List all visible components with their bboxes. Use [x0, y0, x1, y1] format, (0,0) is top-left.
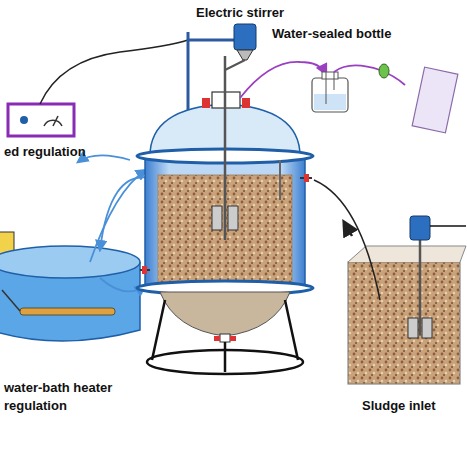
label-text: Water-sealed bottle: [272, 26, 391, 41]
part-label: Electric stirrer: [196, 3, 284, 21]
speed-regulator: [8, 40, 188, 136]
label-text: water-bath heater regulation: [4, 380, 112, 413]
tripod-stand: [147, 300, 303, 374]
part-label: Water-sealed bottle: [272, 24, 391, 42]
water-bath: [0, 232, 140, 341]
control-label: ed regulation: [4, 142, 86, 160]
part-label: Sludge inlet: [362, 396, 436, 414]
water-circulation: [78, 155, 150, 291]
gas-collection: [240, 62, 458, 133]
electric-stirrer: [212, 24, 256, 240]
label-text: ed regulation: [4, 144, 86, 159]
label-text: Electric stirrer: [196, 5, 284, 20]
label-text: Sludge inlet: [362, 398, 436, 413]
sludge-tank: [314, 180, 466, 384]
equipment-label: water-bath heater regulation: [4, 378, 132, 414]
